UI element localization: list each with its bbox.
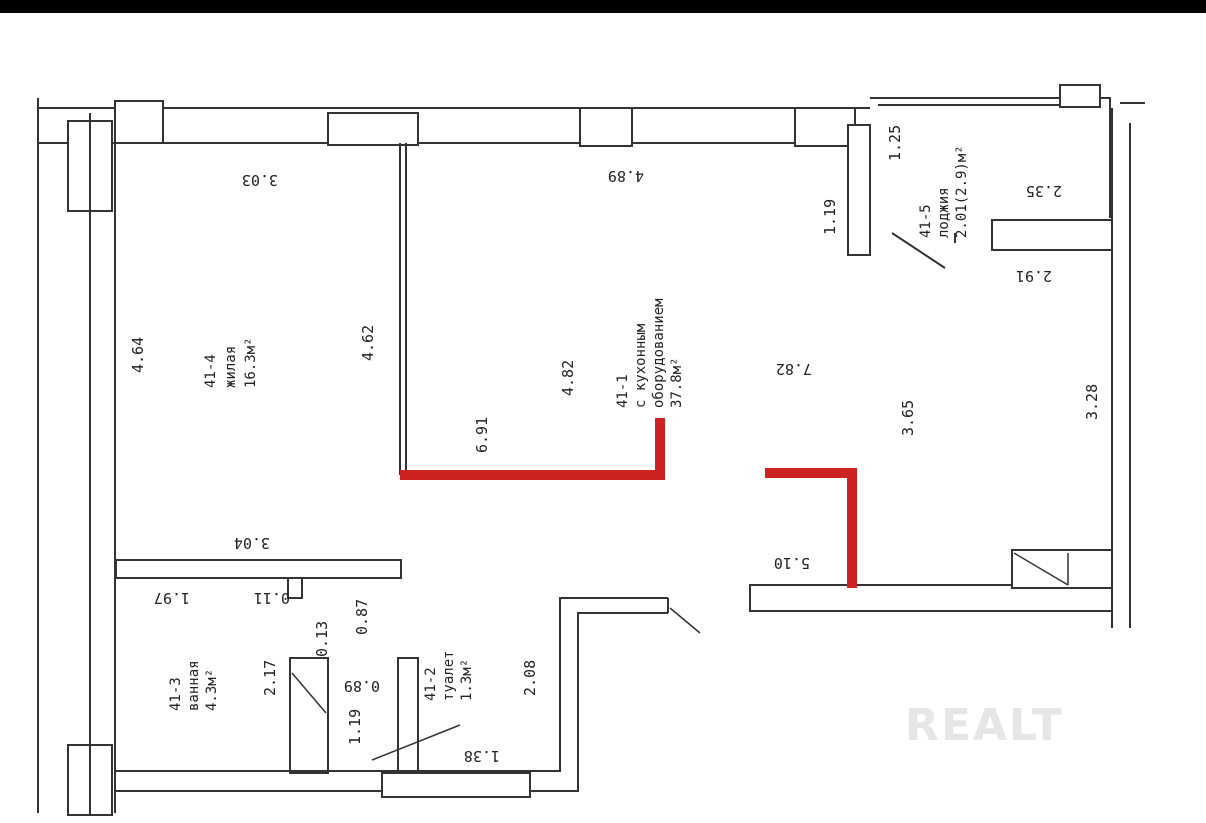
dim-1-25: 1.25 bbox=[886, 125, 904, 161]
dim-4-64: 4.64 bbox=[129, 337, 147, 373]
dim-2-91: 2.91 bbox=[1016, 267, 1052, 285]
dim-3-65: 3.65 bbox=[899, 400, 917, 436]
room-desc-1: с кухонным bbox=[633, 323, 649, 408]
floor-plan: 3.03 4.89 1.25 2.35 1.19 2.91 4.64 4.62 … bbox=[37, 84, 1145, 816]
top-black-bar bbox=[0, 0, 1206, 13]
dim-3-03: 3.03 bbox=[242, 171, 278, 189]
room-id: 41-1 bbox=[615, 374, 631, 408]
room-loggia-label: 41-5 лоджия 2.01(2.9)м² bbox=[918, 145, 970, 238]
room-name: ванная bbox=[186, 660, 202, 711]
room-desc-2: оборудованием bbox=[651, 298, 667, 408]
dim-3-28: 3.28 bbox=[1083, 384, 1101, 420]
dim-2-08: 2.08 bbox=[521, 660, 539, 696]
room-id: 41-2 bbox=[423, 667, 439, 701]
dim-1-38: 1.38 bbox=[464, 747, 500, 765]
room-id: 41-3 bbox=[168, 677, 184, 711]
dim-1-19-bottom: 1.19 bbox=[346, 709, 364, 745]
dim-0-13: 0.13 bbox=[313, 621, 331, 657]
dim-4-62: 4.62 bbox=[359, 325, 377, 361]
watermark-logo: REALT bbox=[905, 700, 1064, 751]
dim-6-91: 6.91 bbox=[473, 417, 491, 453]
dim-2-35: 2.35 bbox=[1026, 182, 1062, 200]
dim-0-87: 0.87 bbox=[353, 599, 371, 635]
room-bath-label: 41-3 ванная 4.3м² bbox=[168, 660, 220, 711]
new-partitions bbox=[400, 418, 857, 588]
room-area: 1.3м² bbox=[459, 659, 475, 701]
room-area: 4.3м² bbox=[204, 669, 220, 711]
room-wc-label: 41-2 туалет 1.3м² bbox=[423, 650, 475, 701]
dim-7-82: 7.82 bbox=[776, 360, 812, 378]
room-living-label: 41-4 жилая 16.3м² bbox=[203, 337, 259, 388]
dim-0-89: 0.89 bbox=[344, 677, 380, 695]
room-kitchen-label: 41-1 с кухонным оборудованием 37.8м² bbox=[615, 298, 685, 408]
room-name: лоджия bbox=[936, 187, 952, 238]
room-area: 16.3м² bbox=[243, 337, 259, 388]
room-name: туалет bbox=[441, 650, 457, 701]
dim-5-10: 5.10 bbox=[774, 554, 810, 572]
dim-4-89: 4.89 bbox=[608, 167, 644, 185]
room-area: 2.01(2.9)м² bbox=[954, 145, 970, 238]
dim-0-11: 0.11 bbox=[254, 589, 290, 607]
room-id: 41-4 bbox=[203, 354, 219, 388]
dim-1-19-top: 1.19 bbox=[821, 199, 839, 235]
room-name: жилая bbox=[223, 346, 239, 388]
room-id: 41-5 bbox=[918, 204, 934, 238]
walls bbox=[37, 84, 1145, 816]
dim-2-17: 2.17 bbox=[261, 660, 279, 696]
room-area: 37.8м² bbox=[669, 357, 685, 408]
dim-3-04: 3.04 bbox=[234, 534, 270, 552]
dim-1-97: 1.97 bbox=[154, 589, 190, 607]
dim-4-82: 4.82 bbox=[559, 360, 577, 396]
